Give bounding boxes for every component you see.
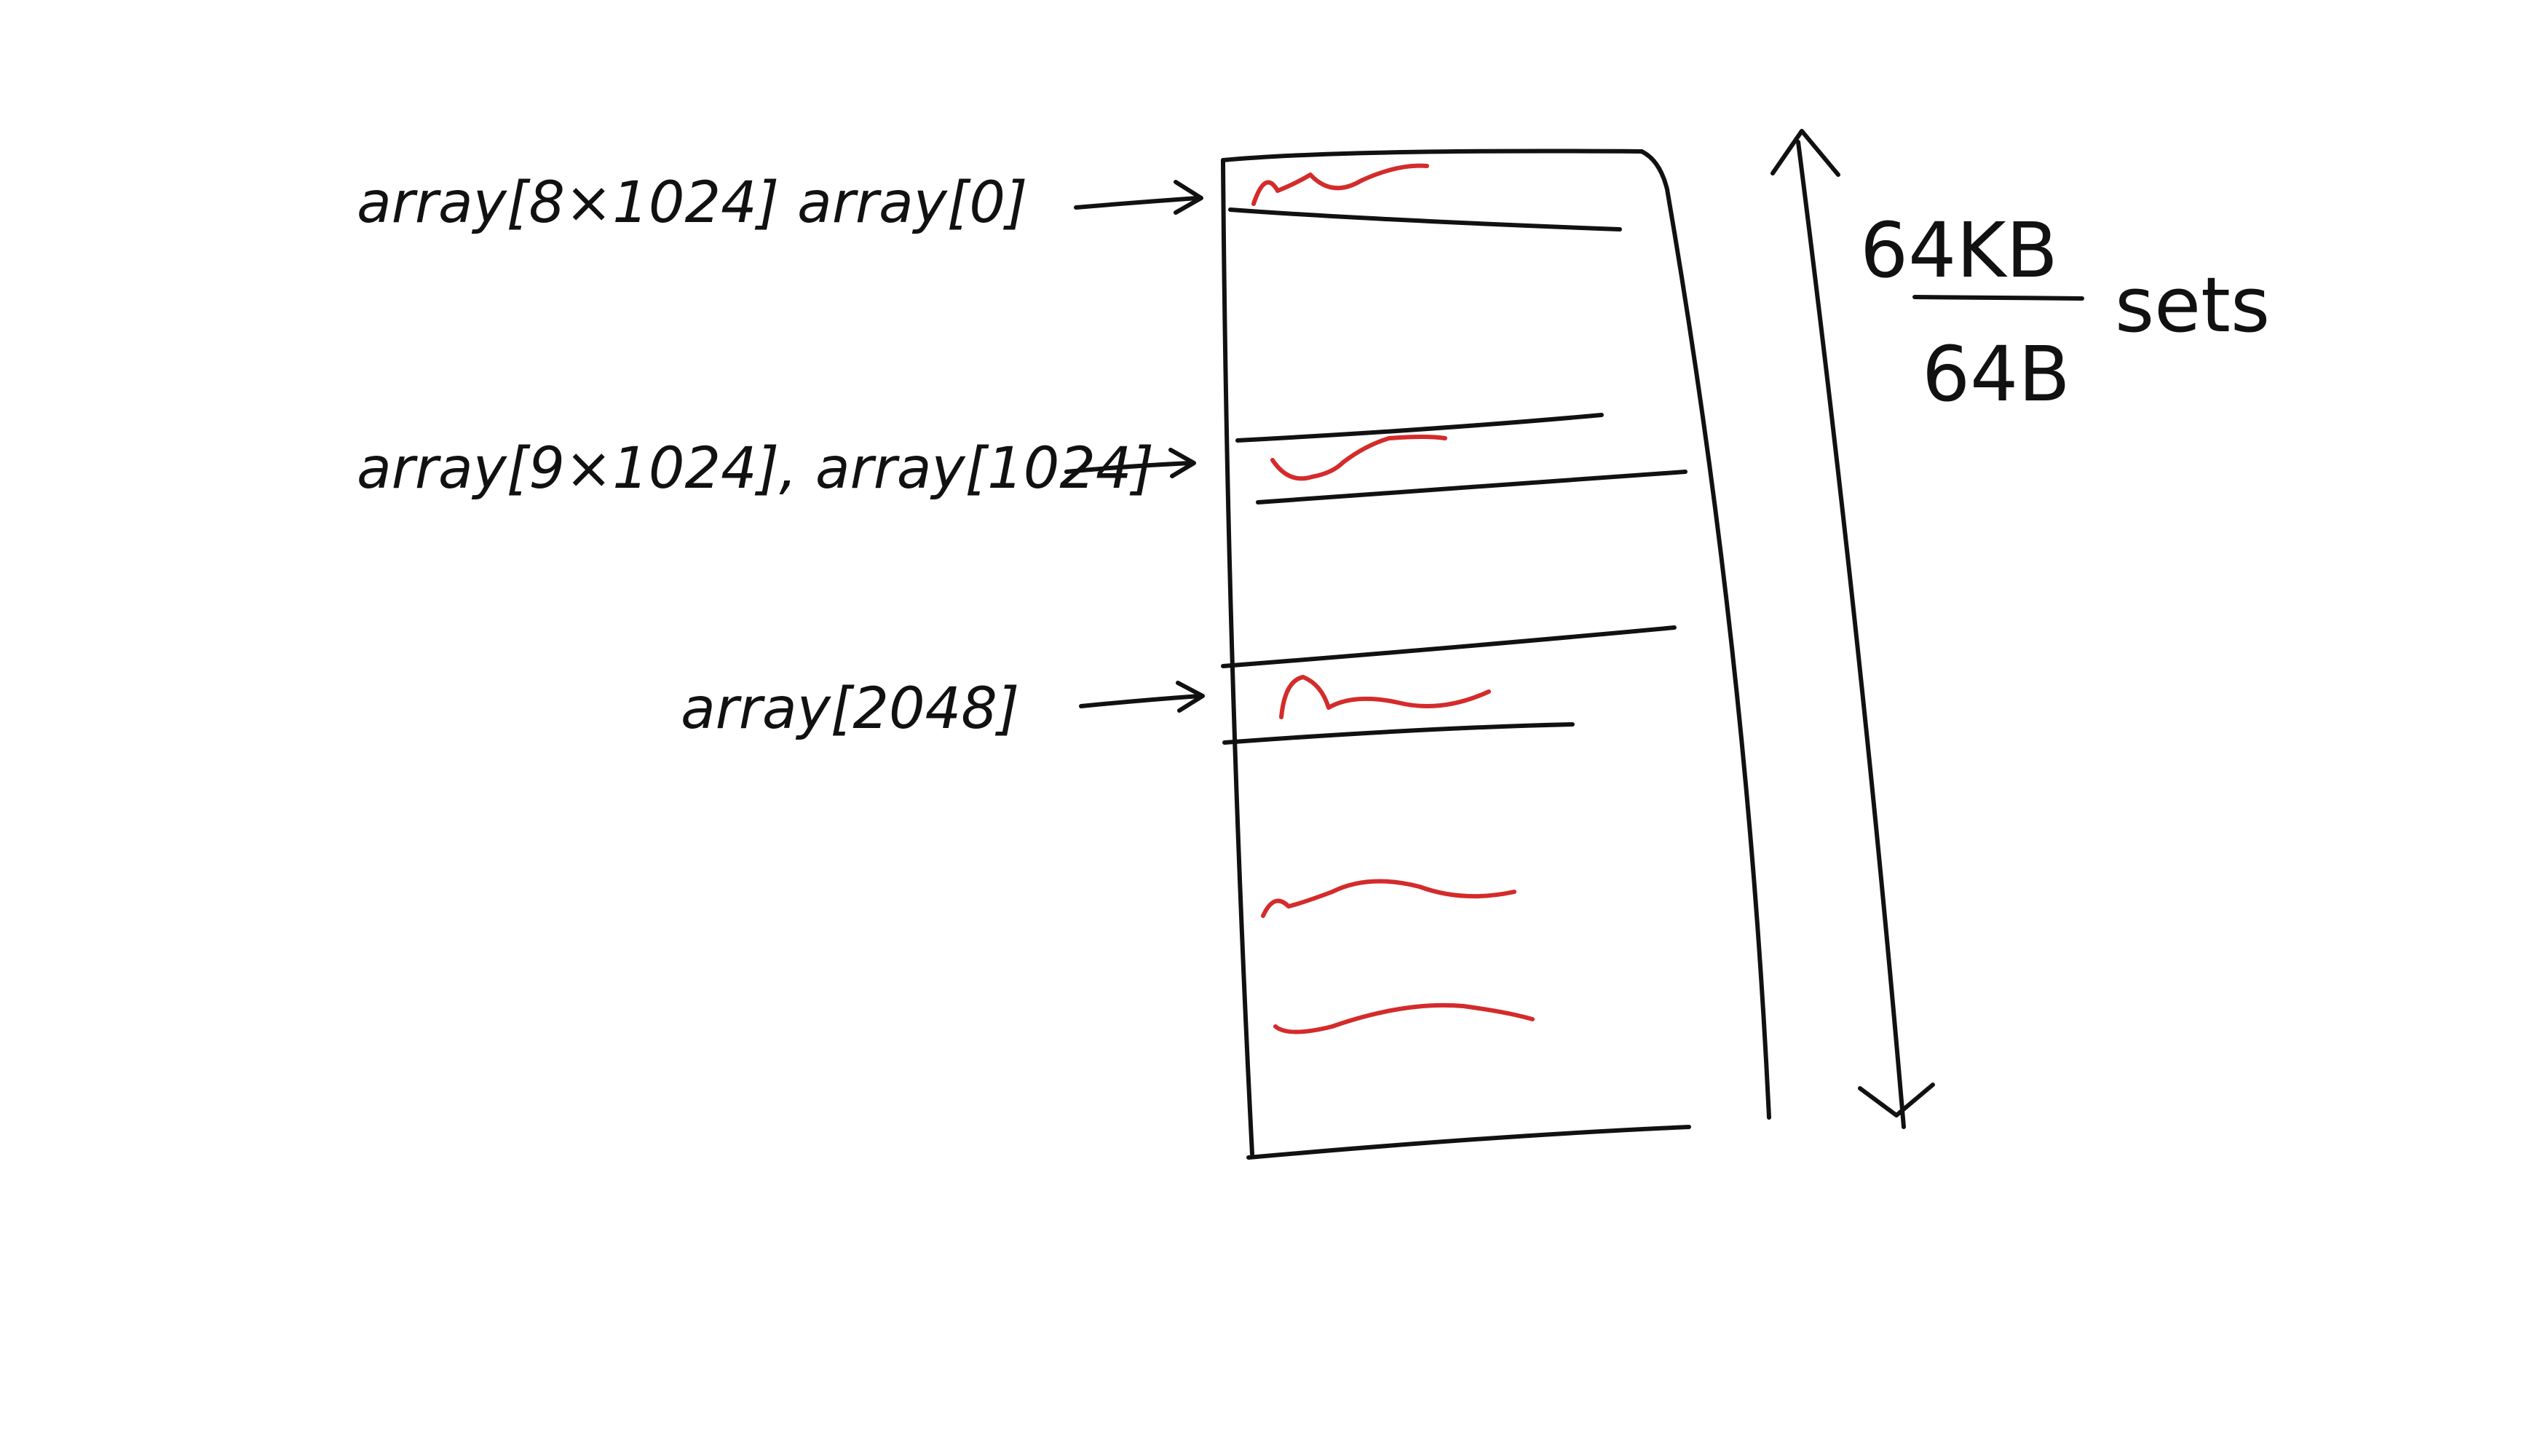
sets-numerator: 64KB — [1860, 206, 2058, 295]
cache-line-mark-3 — [1261, 879, 1516, 918]
span-arrow — [1770, 129, 1935, 1129]
cache-line-mark-1 — [1270, 435, 1447, 481]
label-array-9x1024-array-1024: array[9×1024], array[1024] — [357, 436, 1154, 502]
cache-line-mark-2 — [1279, 675, 1491, 719]
arrow-row0 — [1074, 180, 1203, 215]
cache-line-mark-4 — [1273, 1002, 1535, 1034]
set-dividers — [1221, 207, 1688, 745]
fraction-bar — [1912, 295, 2084, 301]
cache-box — [1221, 149, 1771, 1160]
label-array-8x1024-array-0: array[8×1024] array[0] — [357, 170, 1027, 236]
arrow-row2 — [1079, 681, 1205, 713]
cache-line-mark-0 — [1251, 163, 1429, 206]
label-array-2048: array[2048] — [681, 676, 1019, 742]
arrow-row1 — [1064, 448, 1196, 478]
sets-denominator: 64B — [1922, 330, 2070, 419]
sets-unit: sets — [2115, 261, 2270, 349]
cache-line-marks — [1251, 163, 1535, 1034]
